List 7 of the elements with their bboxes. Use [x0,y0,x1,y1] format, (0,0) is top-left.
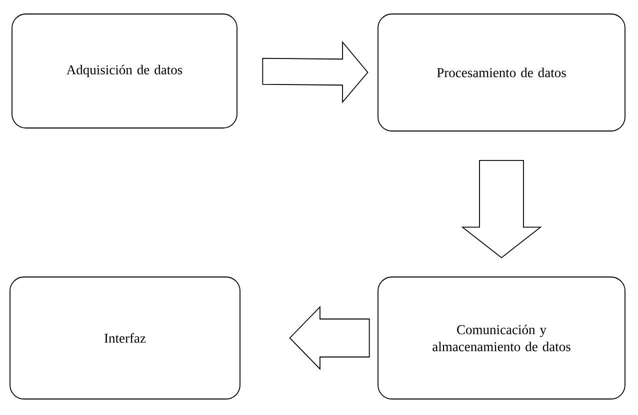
process-box: Procesamiento de datos [378,14,626,132]
block-arrow [262,40,368,104]
process-box: Interfaz [10,276,240,400]
process-box: Comunicación y almacenamiento de datos [378,276,626,400]
block-arrow [289,306,370,370]
block-arrow [461,160,542,258]
process-box: Adquisición de datos [12,14,238,128]
